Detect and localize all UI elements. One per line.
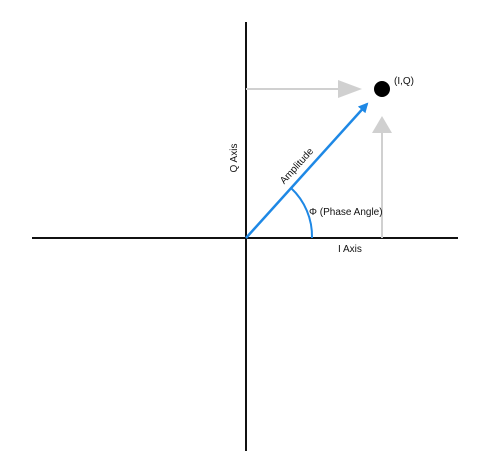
point-label: (I,Q) <box>394 76 414 87</box>
amplitude-vector <box>245 102 369 239</box>
arrow-icon <box>338 80 362 98</box>
q-axis-label: Q Axis <box>229 144 240 173</box>
i-axis-label: I Axis <box>338 244 362 255</box>
iq-point <box>374 81 390 97</box>
phase-angle-arc <box>290 187 314 239</box>
phase-angle-label: Φ (Phase Angle) <box>309 207 383 218</box>
arrow-icon <box>372 116 392 133</box>
